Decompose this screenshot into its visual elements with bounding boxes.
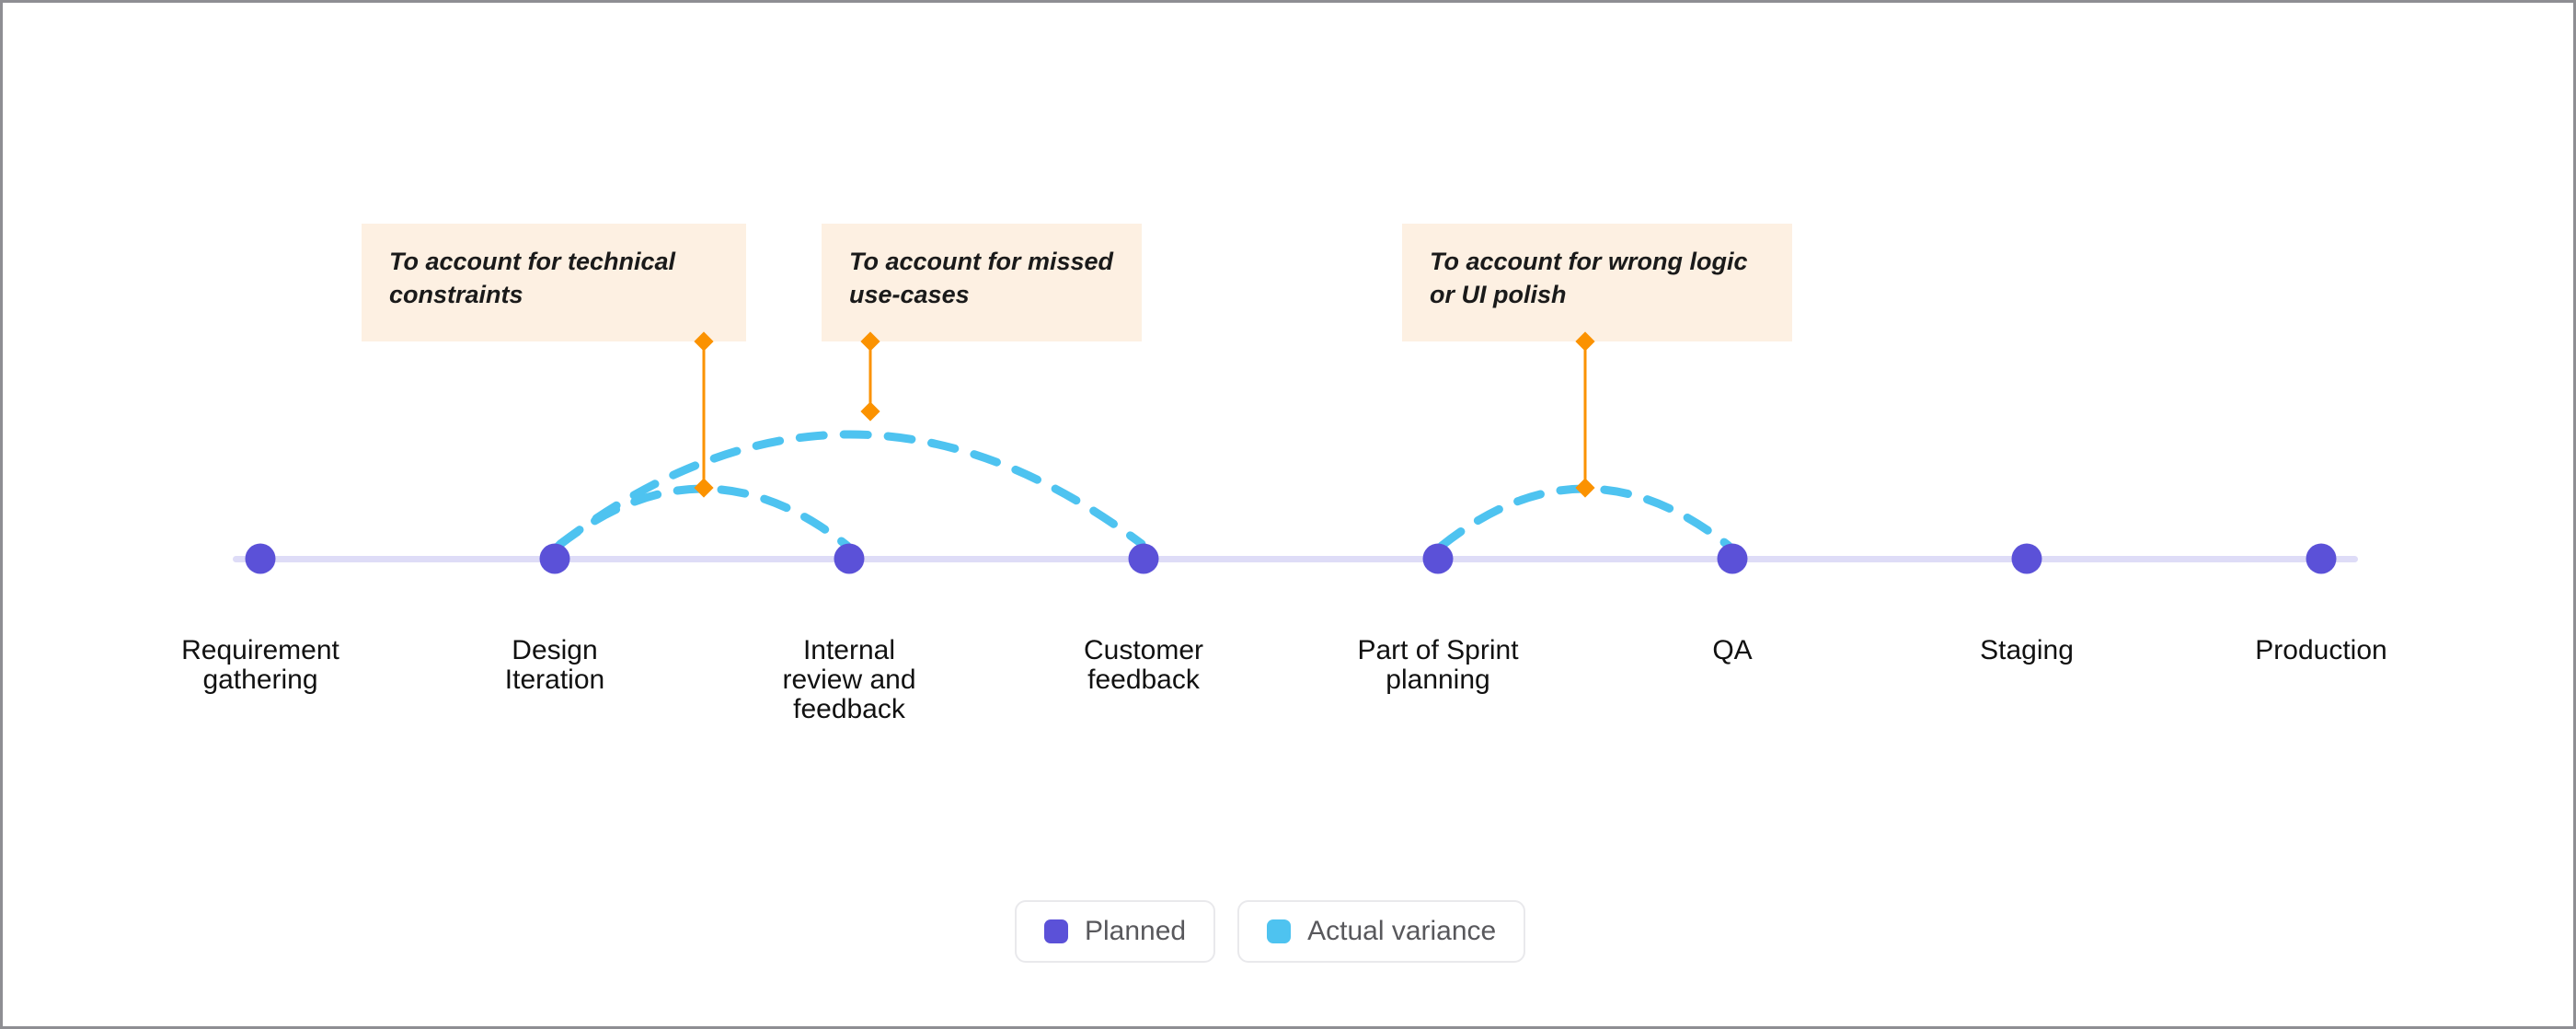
annotation-leader-line-technical-constraints [702,341,706,488]
legend-label-actual-variance: Actual variance [1307,916,1497,946]
milestone-node-production[interactable] [2306,543,2337,574]
milestone-node-staging[interactable] [2011,543,2042,574]
legend-item-actual-variance[interactable]: Actual variance [1237,900,1526,963]
timeline-stage: Requirement gathering Design Iteration I… [3,3,2573,1026]
variance-arcs-layer [554,430,1733,550]
annotation-leader-line-wrong-logic [1583,341,1587,488]
annotation-leader-line-missed-use-cases [868,341,872,411]
milestone-label-production: Production [2255,635,2387,665]
actual-variance-swatch-icon [1267,919,1292,943]
annotation-box-wrong-logic: To account for wrong logic or UI polish [1402,224,1792,341]
milestone-node-design-iteration[interactable] [539,543,570,574]
legend: Planned Actual variance [1015,900,1526,963]
milestone-label-sprint-planning: Part of Sprint planning [1357,635,1519,695]
milestone-node-qa[interactable] [1717,543,1748,574]
annotation-text-missed-use-cases: To account for missed use-cases [849,248,1114,308]
milestone-node-sprint-planning[interactable] [1422,543,1454,574]
legend-label-planned: Planned [1085,916,1187,946]
annotation-leader-diamond-bottom-technical-constraints [694,478,714,498]
annotation-box-missed-use-cases: To account for missed use-cases [822,224,1142,341]
milestone-label-design-iteration: Design Iteration [504,635,605,695]
milestone-label-internal-review: Internal review and feedback [782,635,916,724]
variance-arc-design-to-customer [556,430,1146,549]
legend-item-planned[interactable]: Planned [1015,900,1216,963]
milestone-node-customer-feedback[interactable] [1128,543,1159,574]
annotation-leader-diamond-bottom-wrong-logic [1575,478,1595,498]
annotation-text-technical-constraints: To account for technical constraints [389,248,676,308]
planned-swatch-icon [1044,919,1068,943]
annotation-box-technical-constraints: To account for technical constraints [362,224,746,341]
annotation-leader-diamond-bottom-missed-use-cases [860,401,880,422]
milestone-label-staging: Staging [1980,635,2074,665]
timeline-axis [233,556,2358,562]
milestone-label-customer-feedback: Customer feedback [1083,635,1204,695]
milestone-label-qa: QA [1712,635,1753,665]
milestone-node-requirement-gathering[interactable] [245,543,276,574]
milestone-label-requirement-gathering: Requirement gathering [181,635,339,695]
annotation-text-wrong-logic: To account for wrong logic or UI polish [1430,248,1748,308]
milestone-node-internal-review[interactable] [834,543,865,574]
